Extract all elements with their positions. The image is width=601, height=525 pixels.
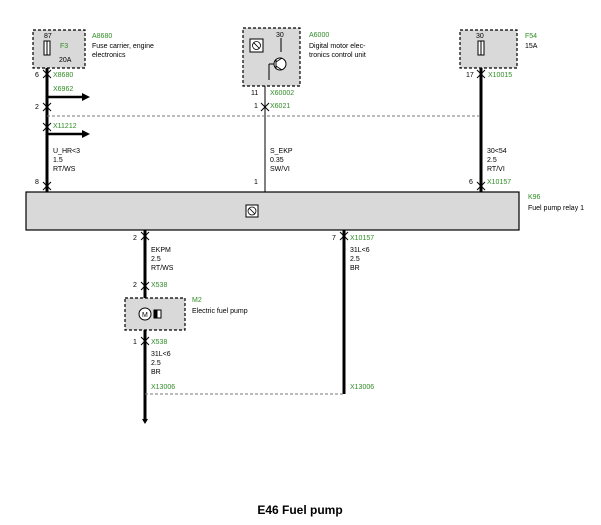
right-pin-relay: 6 [469,179,473,186]
fuse-carrier-pin-out: 6 [35,72,39,79]
ground-feed-pin-relay: 7 [332,235,336,242]
relay-symbol-icon [245,204,259,218]
ecu-ref: A6000 [309,32,329,39]
fuse-carrier-fuse-name: F3 [60,43,68,50]
motor-icon: M [138,307,162,321]
lower-wires: 2 EKPM 2.5 RT/WS 2 X538 7 X10157 31L<6 2… [133,230,374,424]
connector-arrow-icon [47,130,90,138]
pump-splice: X13006 [151,384,175,391]
pump-ref: M2 [192,297,202,304]
fuse-carrier-box [32,29,86,69]
pump-signal: 31L<6 [151,351,171,358]
pump-feed-size: 2.5 [151,256,161,263]
right-conn-relay: X10157 [487,179,511,186]
ecu-symbol-icon [249,38,264,53]
pump-feed-pin-pump: 2 [133,282,137,289]
upper-wires: X6962 2 X11212 U_HR<3 1.5 RT/WS 8 S_EKP … [35,68,511,192]
ecu-a6000: 30 A6000 Digital motor elec- tronics con… [242,27,366,110]
pump-feed-conn-pump: X538 [151,282,167,289]
pump-feed-pin-relay: 2 [133,235,137,242]
left-signal: U_HR<3 [53,148,80,155]
middle-pin-relay: 1 [254,179,258,186]
left-conn-splice: X6962 [53,86,73,93]
relay-box [25,191,520,231]
connector-marks-lower [140,231,349,346]
left-pin-relay: 8 [35,179,39,186]
fuse-icon [477,40,485,56]
left-size: 1.5 [53,157,63,164]
left-color: RT/WS [53,166,76,173]
fuse-f54-rating: 15A [525,43,538,50]
transistor-icon [268,38,287,80]
relay-ref: K96 [528,194,541,201]
ecu-pin-top: 30 [276,32,284,39]
ecu-box [242,27,301,87]
ground-arrow-icon [142,419,148,424]
pump-conn-out: X538 [151,339,167,346]
ecu-desc-line1: Digital motor elec- [309,43,366,50]
right-color: RT/VI [487,166,505,173]
fuse-f54: 30 F54 15A 17 X10015 [459,29,538,79]
connector-marks [42,69,486,191]
ground-feed-conn-relay: X10157 [350,235,374,242]
pump-desc: Electric fuel pump [192,308,248,315]
right-size: 2.5 [487,157,497,164]
ecu-pin-out: 11 [251,90,258,97]
fuse-carrier-desc-line1: Fuse carrier, engine [92,43,154,50]
fuse-f54-pin-out: 17 [466,72,474,79]
diagram-title: E46 Fuel pump [257,503,342,517]
pump-color: BR [151,369,161,376]
ecu-conn-1: X60002 [270,90,294,97]
ground-feed-signal: 31L<6 [350,247,370,254]
ecu-desc-line2: tronics control unit [309,52,366,59]
fuel-pump-relay-k96: K96 Fuel pump relay 1 [25,191,584,231]
ecu-conn-2: X6021 [270,103,290,110]
fuse-f54-ref: F54 [525,33,537,40]
ecu-pin-in: 1 [254,103,258,110]
fuse-carrier-conn-out: X8680 [53,72,73,79]
svg-text:M: M [142,312,148,319]
fuse-carrier-pin-top: 87 [44,33,52,40]
ground-feed-color: BR [350,265,360,272]
pump-feed-color: RT/WS [151,265,174,272]
fuse-f54-conn-out: X10015 [488,72,512,79]
pump-size: 2.5 [151,360,161,367]
ground-feed-splice: X13006 [350,384,374,391]
fuse-carrier-a8680: 87 F3 20A A8680 Fuse carrier, engine ele… [32,29,154,79]
connector-arrow-icon [47,93,90,101]
pump-pin-out: 1 [133,339,137,346]
middle-size: 0.35 [270,157,284,164]
fuse-icon [43,40,51,56]
fuse-f54-box [459,29,518,69]
left-conn-tap: X11212 [53,123,77,130]
right-signal: 30<54 [487,148,507,155]
fuse-carrier-ref: A8680 [92,33,112,40]
middle-signal: S_EKP [270,148,293,155]
ground-feed-size: 2.5 [350,256,360,263]
pump-feed-signal: EKPM [151,247,171,254]
fuse-carrier-fuse-rating: 20A [59,57,72,64]
middle-color: SW/VI [270,166,290,173]
relay-desc: Fuel pump relay 1 [528,205,584,212]
electric-fuel-pump-m2: M M2 Electric fuel pump 1 X538 31L<6 2.5… [124,297,248,391]
left-pin-splice: 2 [35,104,39,111]
fuse-f54-pin-top: 30 [476,33,484,40]
fuse-carrier-desc-line2: electronics [92,52,126,59]
